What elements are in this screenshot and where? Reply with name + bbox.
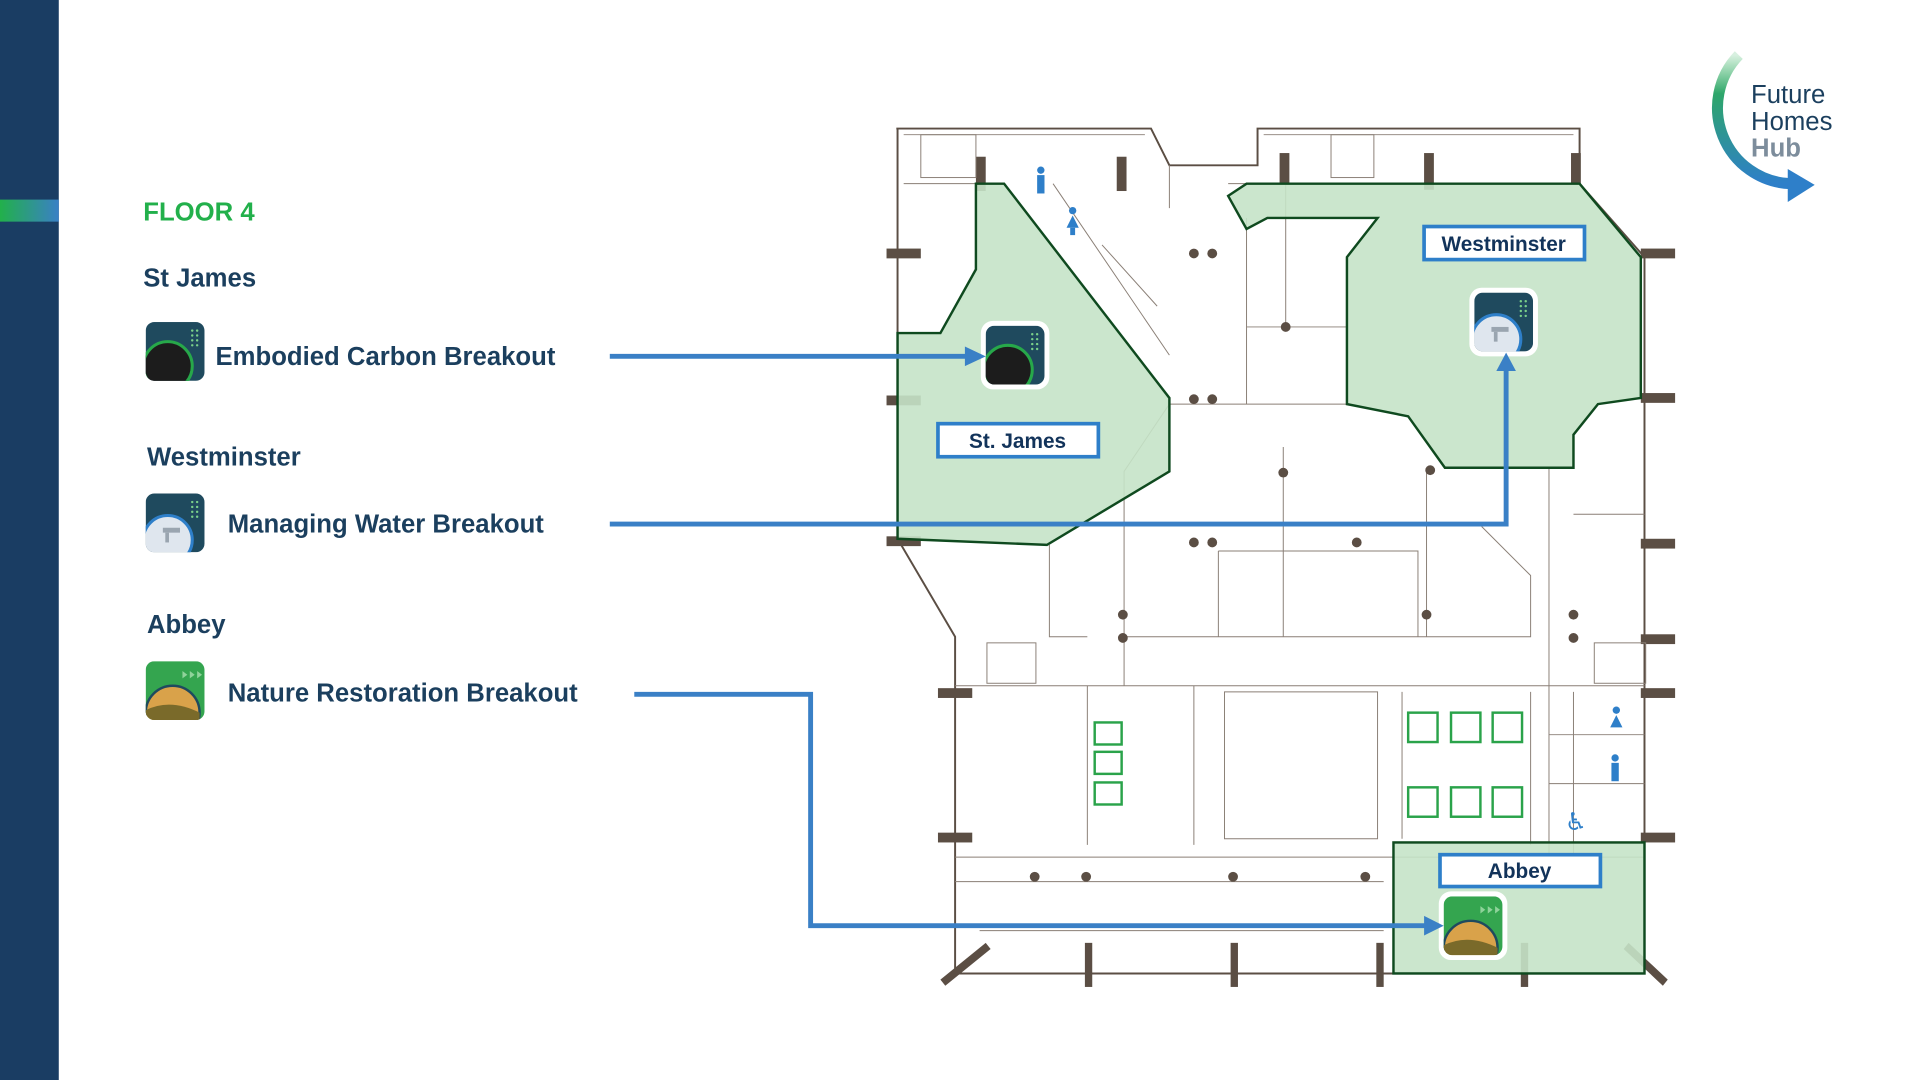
- room-heading-abbey: Abbey: [147, 611, 226, 639]
- map-label-westminster: Westminster: [1422, 224, 1587, 262]
- svg-text:Westminster: Westminster: [1441, 233, 1565, 256]
- embodied-carbon-icon: [143, 322, 204, 391]
- arrow-managing-water: [609, 369, 1509, 527]
- svg-text:Future: Future: [1751, 81, 1825, 109]
- room-heading-st-james: St James: [143, 265, 256, 293]
- map-label-abbey: Abbey: [1438, 852, 1603, 889]
- session-nature-restoration[interactable]: Nature Restoration Breakout: [228, 680, 578, 708]
- session-managing-water[interactable]: Managing Water Breakout: [228, 511, 545, 539]
- session-embodied-carbon[interactable]: Embodied Carbon Breakout: [216, 343, 556, 371]
- future-homes-hub-logo: Future Homes Hub: [1712, 51, 1832, 203]
- sidebar-accent: [0, 199, 59, 222]
- sidebar: [0, 0, 59, 1080]
- room-heading-westminster: Westminster: [147, 443, 301, 471]
- svg-text:Homes: Homes: [1751, 108, 1832, 136]
- svg-text:♿: ♿: [1565, 807, 1587, 836]
- svg-text:Abbey: Abbey: [1488, 860, 1552, 883]
- nature-restoration-icon: [146, 661, 205, 739]
- staircase-icons: [920, 134, 1647, 684]
- map-label-st-james: St. James: [936, 421, 1101, 459]
- managing-water-icon: [143, 493, 204, 564]
- embodied-carbon-map-icon[interactable]: [983, 326, 1044, 395]
- arrow-nature-restoration: [634, 691, 1427, 929]
- svg-text:Hub: Hub: [1751, 135, 1801, 163]
- svg-text:St. James: St. James: [969, 430, 1066, 453]
- floor-label: FLOOR 4: [143, 198, 255, 226]
- restroom-icons: ♿: [1037, 166, 1623, 836]
- elevator-icons: [1093, 711, 1524, 818]
